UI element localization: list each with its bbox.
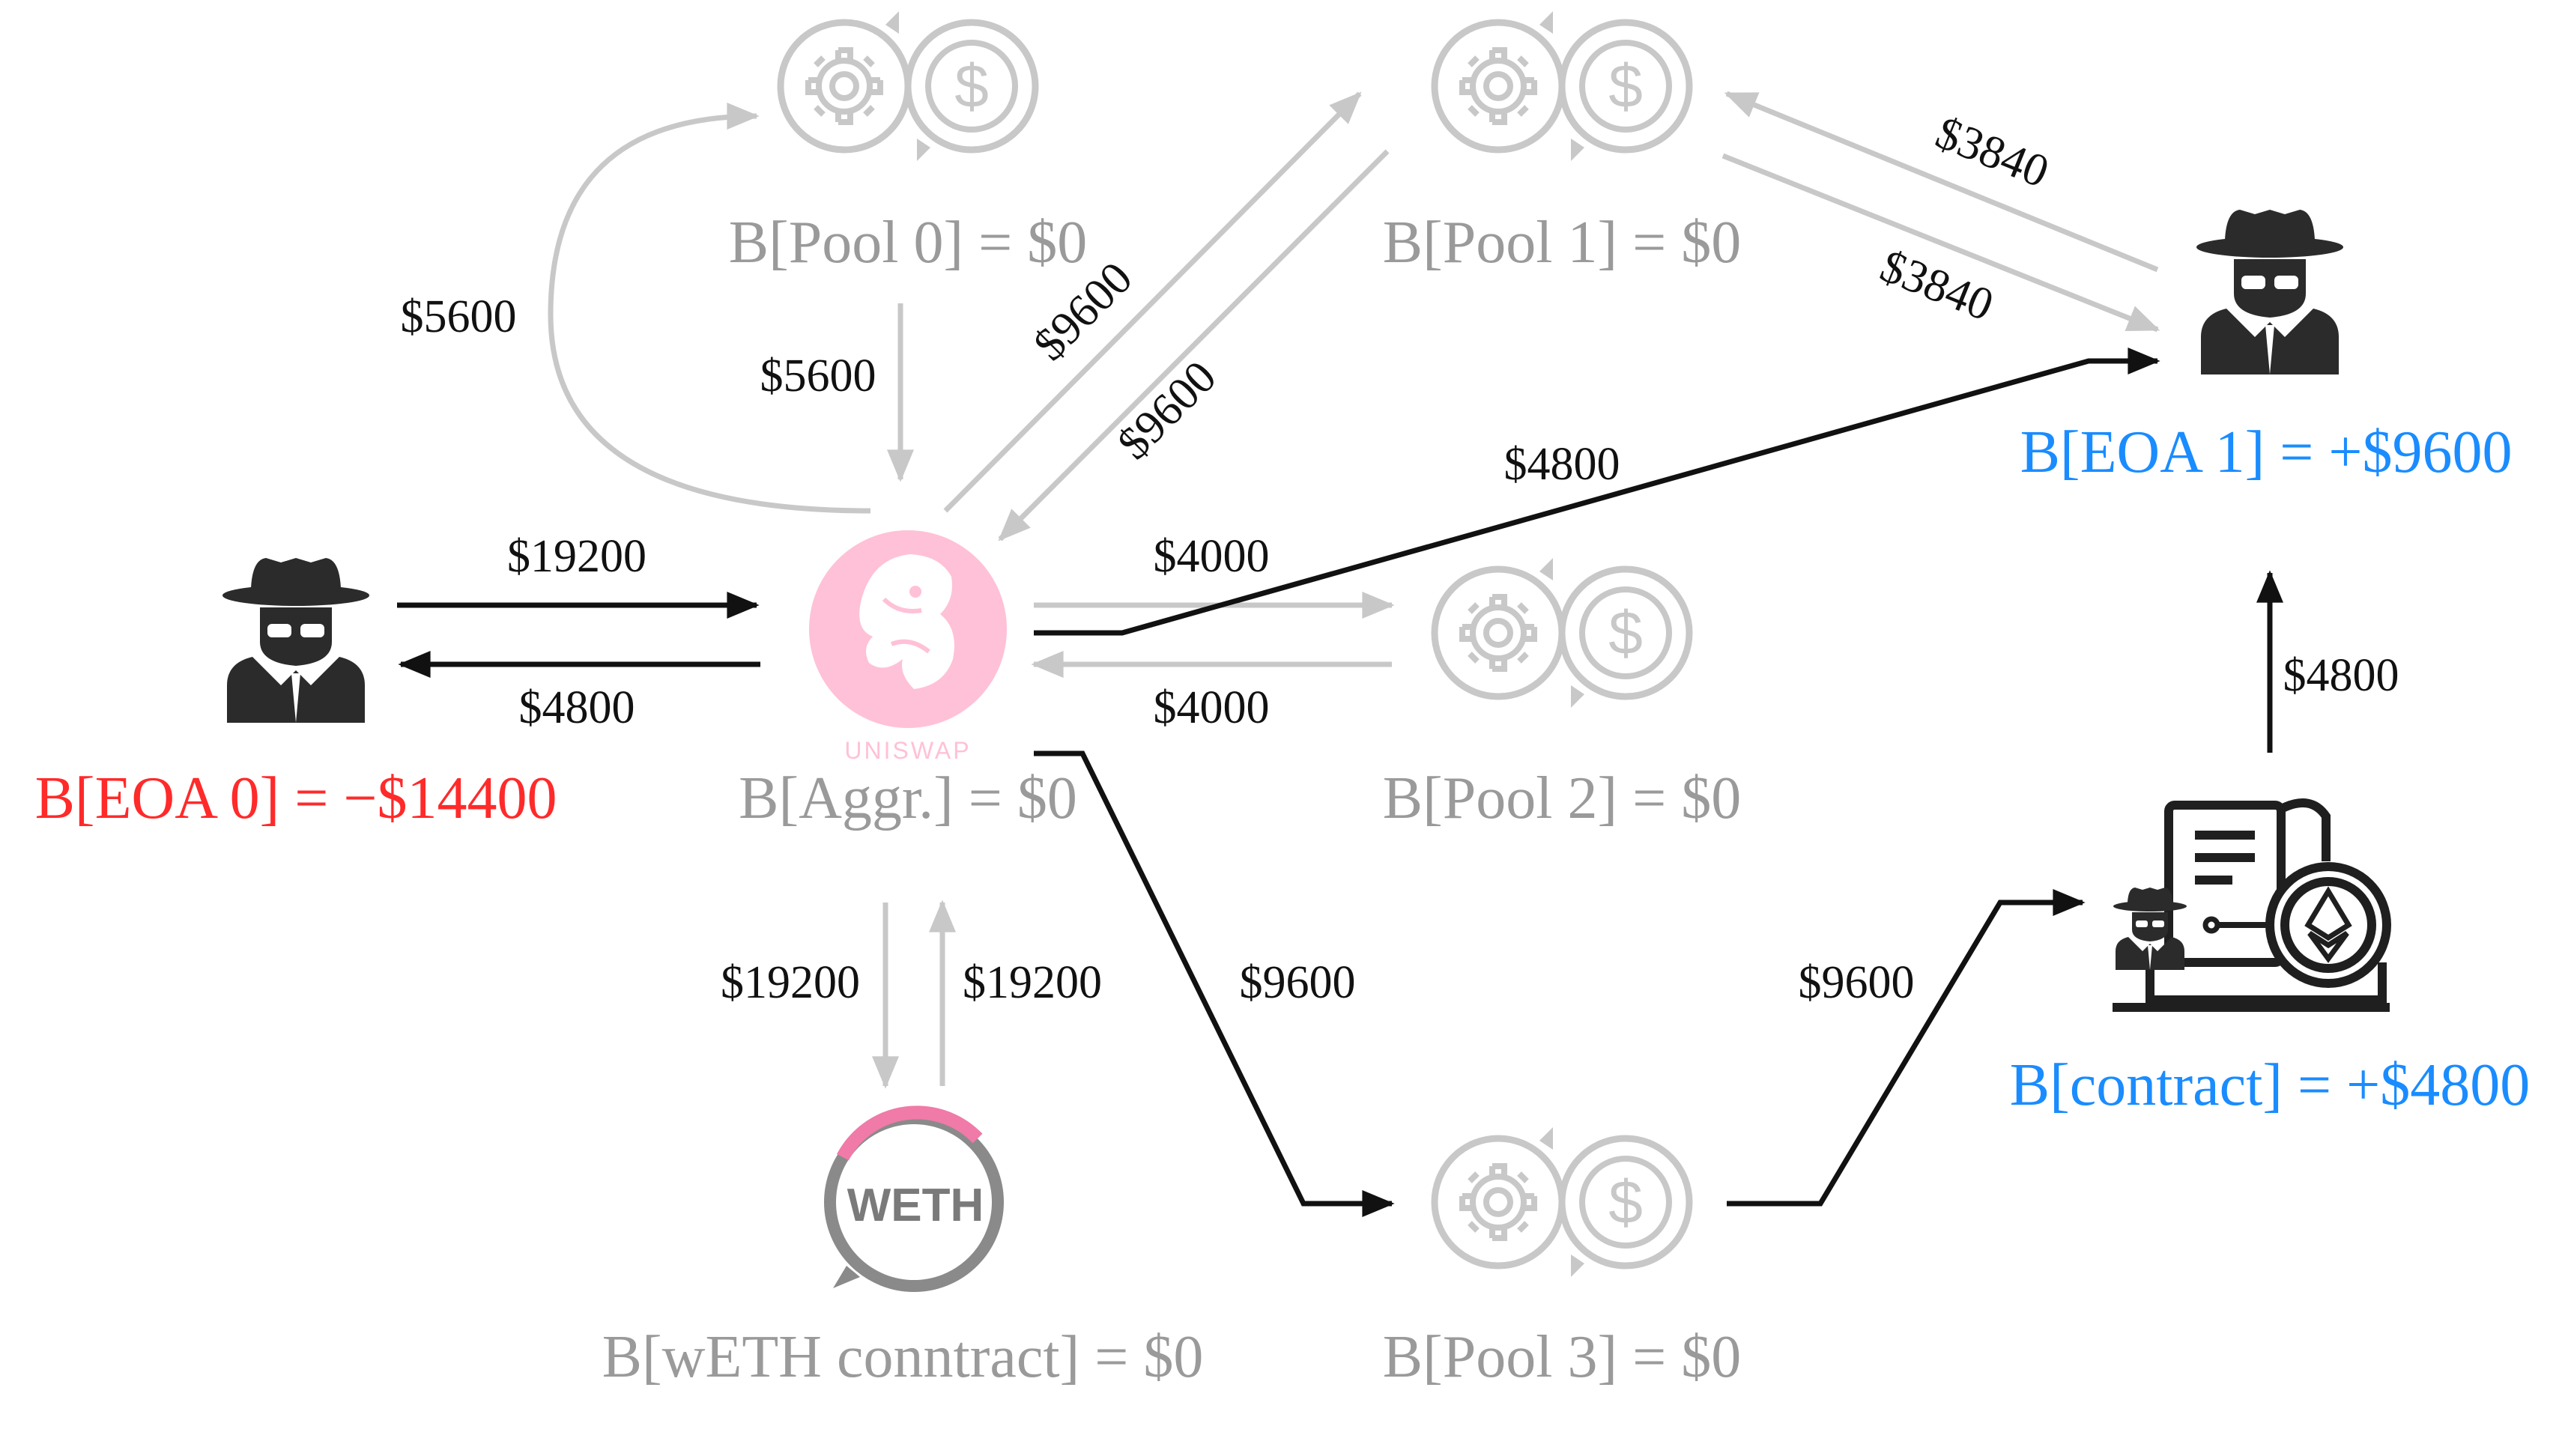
edge-pool1-aggr [998, 149, 1390, 542]
label-pool2-aggr: $4000 [1154, 682, 1270, 733]
contract-spy-icon [2113, 888, 2187, 970]
edge-pool3-contract [1727, 889, 2086, 1207]
label-pool1-eoa1: $3840 [1874, 240, 2000, 331]
contract-balance: B[contract] = +$4800 [2010, 1052, 2531, 1118]
gray-edges [548, 91, 2160, 1089]
label-pool3-contract: $9600 [1799, 957, 1915, 1008]
uniswap-icon: UNISWAP [809, 530, 1007, 764]
label-aggr-pool2: $4000 [1154, 531, 1270, 582]
pool0-balance: B[Pool 0] = $0 [729, 210, 1087, 276]
label-pool0-aggr: $5600 [760, 351, 876, 401]
pool2-icon [1435, 558, 1689, 708]
pool1-balance: B[Pool 1] = $0 [1383, 210, 1741, 276]
edge-pool1-eoa1 [1721, 153, 2160, 333]
label-weth-aggr: $19200 [963, 957, 1102, 1008]
edge-aggr-pool1 [943, 91, 1362, 513]
pool3-icon [1435, 1127, 1689, 1277]
eoa1-balance: B[EOA 1] = +$9600 [2020, 419, 2513, 485]
label-eoa0-aggr: $19200 [507, 531, 646, 582]
contract-icon [2113, 798, 2391, 1012]
label-aggr-weth: $19200 [721, 957, 860, 1008]
pool0-icon [781, 11, 1035, 161]
pool3-balance: B[Pool 3] = $0 [1383, 1324, 1741, 1390]
weth-wordmark: WETH [847, 1180, 984, 1231]
label-aggr-pool0-curve: $5600 [401, 291, 517, 342]
label-aggr-pool3: $9600 [1240, 957, 1356, 1008]
eoa1-spy-icon [2196, 210, 2343, 374]
weth-icon: WETH [824, 1105, 1004, 1292]
eoa0-balance: B[EOA 0] = −$14400 [35, 765, 557, 831]
label-aggr-eoa1: $4800 [1504, 439, 1620, 490]
black-edges [397, 348, 2283, 1217]
pool1-icon [1435, 11, 1689, 161]
edge-aggr-eoa1 [1034, 348, 2160, 636]
eoa0-spy-icon [222, 558, 369, 723]
aggr-balance: B[Aggr.] = $0 [739, 765, 1077, 831]
edge-aggr-pool3 [1034, 750, 1395, 1217]
label-aggr-eoa0: $4800 [519, 682, 635, 733]
weth-balance: B[wETH conntract] = $0 [602, 1324, 1204, 1390]
edge-aggr-pool0-curve [548, 103, 871, 514]
label-contract-eoa1: $4800 [2283, 650, 2399, 701]
uniswap-wordmark: UNISWAP [844, 737, 971, 764]
edge-eoa1-pool1 [1724, 91, 2159, 273]
pool2-balance: B[Pool 2] = $0 [1383, 765, 1741, 831]
